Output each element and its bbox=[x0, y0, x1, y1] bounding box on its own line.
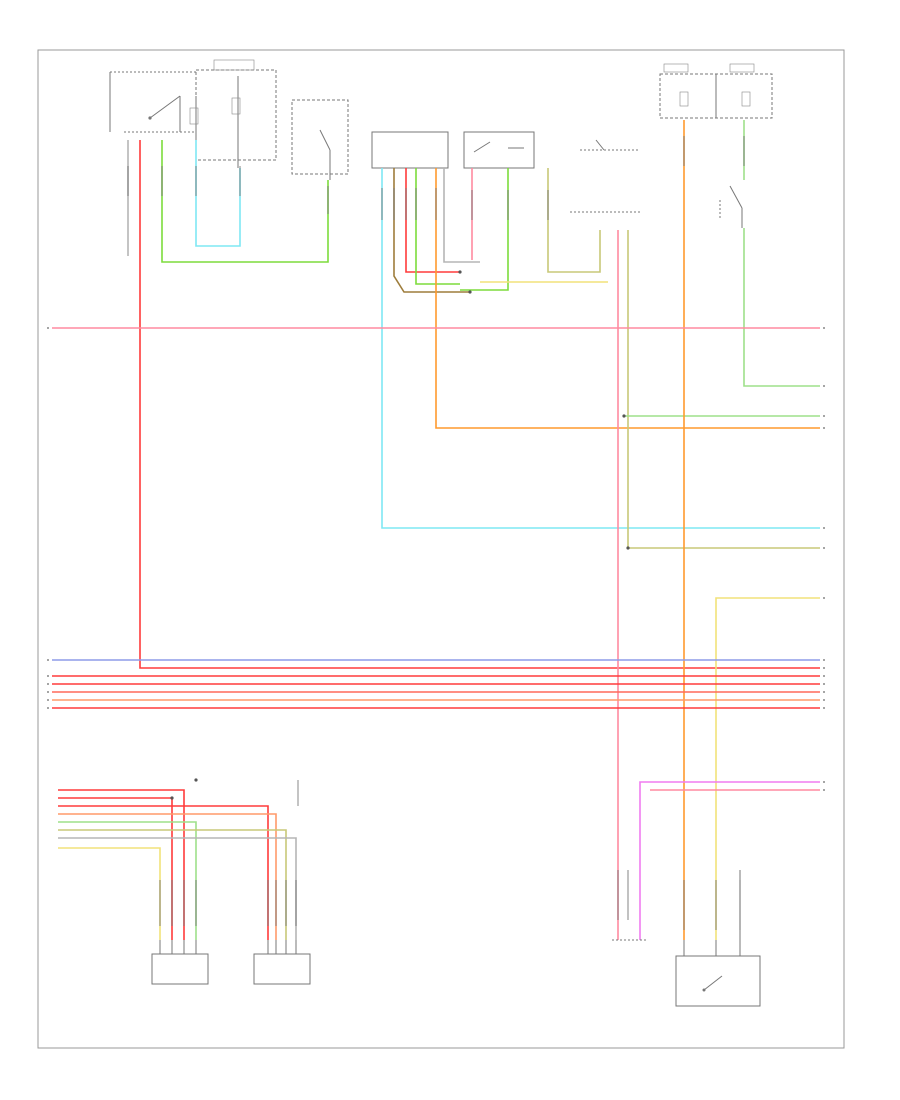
transmission-range-sensor bbox=[675, 940, 761, 1007]
park-neutral-switch bbox=[719, 185, 743, 228]
connector-marks bbox=[127, 136, 745, 930]
wire-red-sensor1 bbox=[58, 789, 185, 940]
diagram-frame bbox=[37, 49, 845, 1049]
inertia-switch bbox=[570, 139, 640, 213]
ignition-switch bbox=[124, 95, 196, 133]
wire-brown-module bbox=[393, 168, 470, 293]
input-speed-sensor bbox=[253, 940, 311, 985]
wire-cyan-loop bbox=[195, 140, 241, 247]
wire-green-pump bbox=[460, 168, 509, 291]
wire-red-main bbox=[139, 140, 820, 669]
wire-cyan-module bbox=[381, 168, 820, 529]
wire-red-sensor1b bbox=[58, 797, 173, 940]
fuel-pump bbox=[463, 131, 535, 169]
wire-yellow-sensor1 bbox=[58, 847, 161, 940]
edge-terminals bbox=[47, 327, 825, 791]
wire-gray-sensor2 bbox=[58, 837, 297, 940]
wire-green-module bbox=[415, 168, 460, 285]
wire-orange-sensor2 bbox=[58, 813, 277, 940]
wire-magenta bbox=[639, 781, 820, 940]
output-speed-sensor bbox=[151, 940, 209, 985]
fuse-panel-right bbox=[659, 63, 773, 119]
fuse-panel-left bbox=[109, 59, 277, 168]
splice-points bbox=[170, 270, 630, 800]
powertrain-module bbox=[371, 131, 449, 169]
brake-switch bbox=[291, 99, 349, 180]
wire-olive-pump bbox=[547, 168, 601, 273]
wire-yellow-right bbox=[715, 597, 820, 940]
wire-orange-module bbox=[435, 168, 820, 429]
wire-gray-module bbox=[443, 168, 480, 263]
wire-olive-inertia bbox=[627, 230, 820, 549]
wire-green-left bbox=[161, 140, 329, 263]
wire-red-module bbox=[405, 168, 460, 273]
wire-green-sensor1 bbox=[58, 821, 197, 940]
wire-red-sensor2 bbox=[58, 805, 269, 940]
wire-green-pns bbox=[743, 228, 820, 387]
